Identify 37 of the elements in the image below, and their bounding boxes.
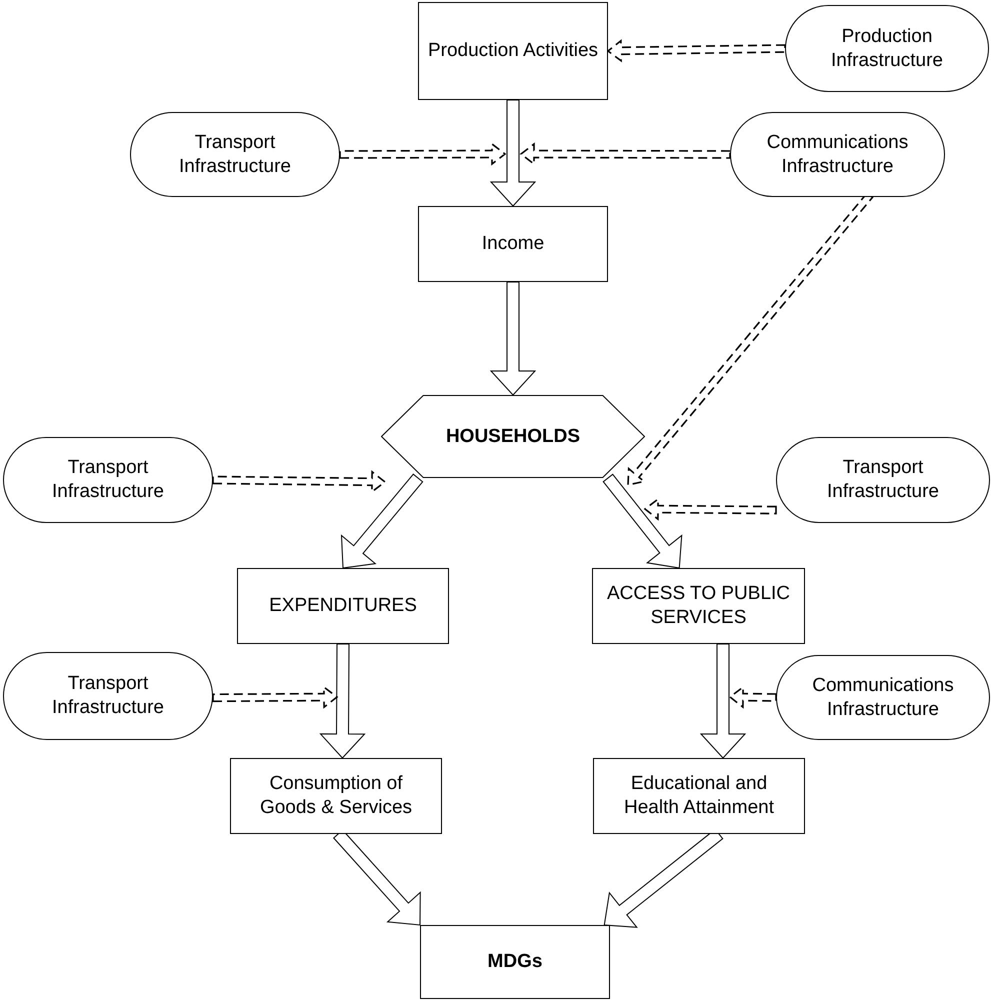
node-label: MDGs: [488, 950, 542, 974]
dashed-arrow: [212, 685, 338, 709]
process-box: [418, 2, 608, 100]
node-label: Educational and Health Attainment: [623, 772, 775, 820]
hollow-arrow: [340, 474, 424, 569]
process-box: [230, 758, 442, 834]
dashed-arrow: [339, 142, 506, 166]
node-label: Transport Infrastructure: [51, 672, 165, 720]
dashed-arrow: [520, 142, 731, 166]
dashed-arrow: [728, 685, 777, 709]
process-box: [237, 568, 449, 644]
dashed-arrow: [644, 497, 777, 521]
node-label: Communications Infrastructure: [811, 674, 955, 722]
process-box: [592, 568, 805, 644]
dashed-arrow: [212, 470, 386, 494]
node-label: Communications Infrastructure: [766, 130, 910, 178]
hexagon-node: [381, 395, 645, 478]
node-label: Production Activities: [428, 39, 598, 63]
node-label: HOUSEHOLDS: [446, 424, 580, 448]
node-label: Consumption of Goods & Services: [258, 772, 414, 820]
process-box: [420, 925, 610, 999]
hollow-arrow: [602, 474, 682, 569]
process-box: [593, 758, 805, 834]
process-box: [418, 206, 608, 282]
node-label: EXPENDITURES: [269, 594, 417, 618]
node-label: Production Infrastructure: [830, 24, 944, 72]
node-label: Transport Infrastructure: [178, 130, 292, 178]
rounded-node: [776, 437, 990, 523]
node-label: Transport Infrastructure: [51, 456, 165, 504]
node-label: ACCESS TO PUBLIC SERVICES: [606, 582, 792, 630]
hollow-arrow: [700, 644, 746, 759]
hollow-arrow: [319, 644, 366, 759]
dashed-arrow: [606, 39, 786, 62]
hollow-arrow: [490, 282, 536, 396]
node-label: Income: [482, 232, 544, 256]
node-label: Transport Infrastructure: [826, 456, 940, 504]
hollow-arrow: [490, 100, 536, 207]
